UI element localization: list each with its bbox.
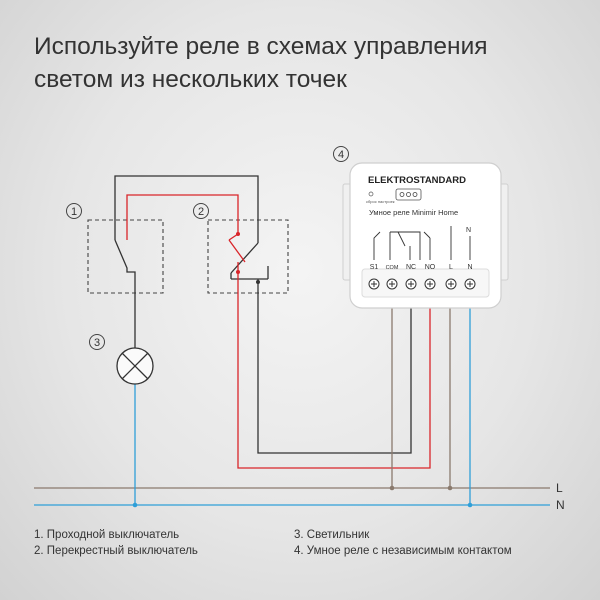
screw-terminal-icon bbox=[405, 278, 417, 290]
headline-line-2: светом из нескольких точек bbox=[34, 66, 347, 93]
headline: Используйте реле в схемах управления све… bbox=[34, 30, 574, 96]
marker-3: 3 bbox=[89, 334, 105, 350]
smart-relay bbox=[342, 162, 509, 309]
screw-terminal-icon bbox=[368, 278, 380, 290]
relay-top-n-label: N bbox=[466, 227, 471, 234]
legend-item-3: 3. Светильник bbox=[294, 529, 370, 541]
lamp-icon bbox=[116, 347, 154, 385]
terminal-label-no: NO bbox=[425, 264, 436, 271]
screw-terminal-icon bbox=[424, 278, 436, 290]
terminal-label-com: COM bbox=[386, 265, 399, 271]
relay-brand: ELEKTROSTANDARD bbox=[368, 175, 466, 186]
l-bus-junction-2 bbox=[447, 485, 453, 491]
bus-label-n: N bbox=[556, 498, 565, 512]
svg-text:2: 2 bbox=[198, 206, 204, 218]
dark-junction bbox=[256, 280, 260, 284]
reset-button-icon bbox=[368, 188, 422, 201]
terminal-label-s1: S1 bbox=[370, 264, 379, 271]
switch-1-box bbox=[87, 219, 164, 294]
legend-item-1: 1. Проходной выключатель bbox=[34, 529, 180, 541]
marker-4: 4 bbox=[333, 146, 349, 162]
relay-terminal-labels: S1 COM NC NO L N bbox=[370, 264, 473, 271]
bus-label-l: L bbox=[556, 481, 563, 495]
terminal-label-l: L bbox=[449, 264, 453, 271]
terminal-label-nc: NC bbox=[406, 264, 416, 271]
relay-reset-caption: сброс настроек bbox=[366, 199, 395, 204]
legend-item-2: 2. Перекрестный выключатель bbox=[34, 545, 198, 557]
l-bus-junction-1 bbox=[389, 485, 395, 491]
switch-2-box bbox=[207, 219, 289, 294]
dark-wires bbox=[114, 175, 412, 505]
headline-line-1: Используйте реле в схемах управления bbox=[34, 33, 488, 60]
screw-terminal-icon bbox=[464, 278, 476, 290]
legend-item-4: 4. Умное реле с независимым контактом bbox=[294, 545, 512, 557]
red-junction-2 bbox=[236, 270, 240, 274]
brown-wires bbox=[391, 306, 451, 488]
marker-1: 1 bbox=[66, 203, 82, 219]
svg-text:3: 3 bbox=[94, 337, 100, 349]
n-bus-junction-2 bbox=[132, 502, 138, 508]
n-bus-junction-1 bbox=[467, 502, 473, 508]
terminal-label-n: N bbox=[467, 264, 472, 271]
relay-schematic bbox=[373, 226, 471, 260]
red-wires bbox=[126, 194, 431, 469]
marker-2: 2 bbox=[193, 203, 209, 219]
relay-screw-terminals bbox=[368, 278, 476, 290]
svg-text:4: 4 bbox=[338, 149, 344, 161]
relay-model: Умное реле Minimir Home bbox=[369, 208, 458, 217]
svg-text:1: 1 bbox=[71, 206, 77, 218]
screw-terminal-icon bbox=[445, 278, 457, 290]
red-junction bbox=[236, 232, 240, 236]
screw-terminal-icon bbox=[386, 278, 398, 290]
